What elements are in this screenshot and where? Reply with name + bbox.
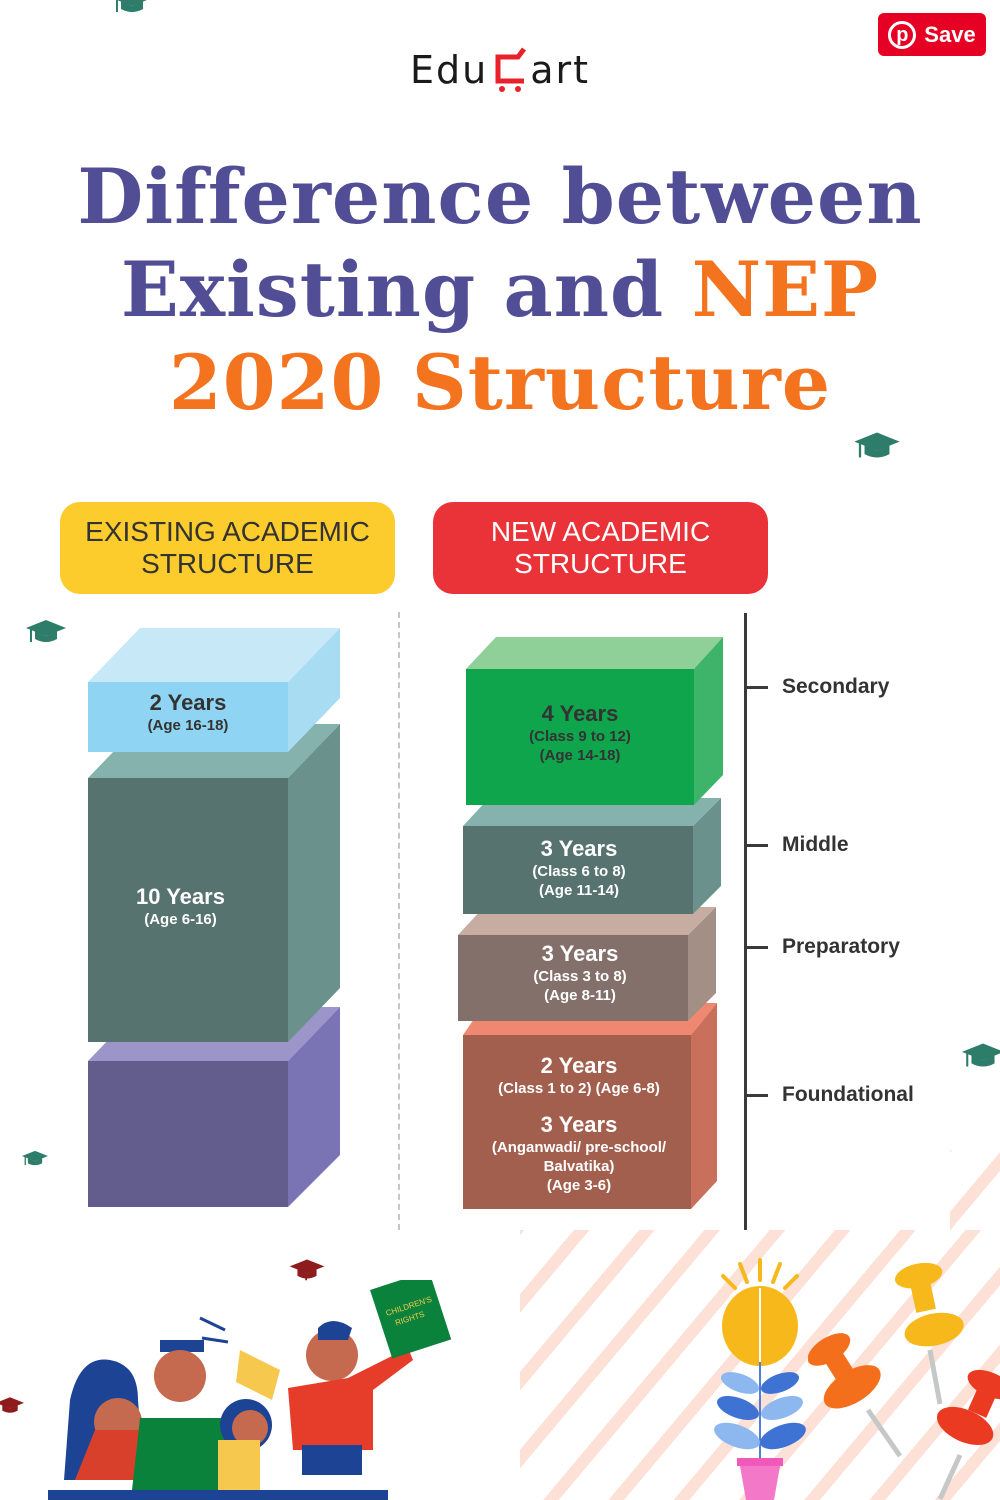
header-line: STRUCTURE — [514, 548, 687, 579]
graduation-cap-icon — [22, 1150, 48, 1166]
block-years: 3 Years — [540, 836, 618, 861]
graduation-cap-icon — [26, 620, 66, 642]
block-detail: Balvatika) — [543, 1158, 615, 1175]
block-detail: (Class 1 to 2) (Age 6-8) — [498, 1080, 660, 1097]
title-line-3: 2020 Structure — [168, 338, 832, 427]
pinterest-save-button[interactable]: p Save — [878, 13, 986, 56]
new-block-preparatory: 3 Years (Class 3 to 8) (Age 8-11) — [458, 907, 716, 1021]
block-detail: (Age 3-6) — [546, 1177, 612, 1194]
brain-plant-illustration — [714, 1258, 806, 1500]
existing-block-1: 2 Years (Age 16-18) — [88, 628, 340, 752]
existing-block-2: 10 Years (Age 6-16) — [88, 724, 340, 1042]
educart-logo: Edu art — [400, 40, 600, 100]
block-years: 2 Years — [540, 1053, 618, 1078]
stage-label-foundational: Foundational — [782, 1083, 914, 1106]
block-years: 2 Years — [149, 690, 227, 715]
graduation-cap-icon — [962, 1043, 1000, 1067]
block-detail: (Age 6-16) — [144, 911, 217, 928]
stage-tick — [744, 844, 768, 847]
stage-label-middle: Middle — [782, 833, 849, 856]
graduation-cap-icon — [854, 432, 900, 458]
block-detail: (Age 16-18) — [147, 717, 229, 734]
stage-label-preparatory: Preparatory — [782, 935, 900, 958]
logo-suffix: art — [530, 48, 591, 92]
new-block-middle: 3 Years (Class 6 to 8) (Age 11-14) — [463, 798, 721, 914]
graduation-cap-icon — [116, 0, 147, 12]
title-line-2a: Existing and — [120, 245, 692, 334]
block-detail: (Age 11-14) — [538, 882, 620, 899]
cart-icon — [495, 47, 527, 92]
block-detail: (Class 6 to 8) — [532, 863, 626, 880]
header-line: NEW ACADEMIC — [490, 516, 711, 547]
pinterest-icon: p — [888, 20, 917, 49]
stripe-accent — [950, 1150, 1000, 1230]
header-line: STRUCTURE — [141, 548, 314, 579]
header-line: EXISTING ACADEMIC — [85, 516, 370, 547]
block-years: 3 Years — [541, 941, 619, 966]
pushpin-icon — [936, 1369, 1000, 1500]
pushpin-icon — [894, 1262, 964, 1405]
block-detail: (Class 9 to 12) — [529, 728, 631, 745]
stage-tick — [744, 686, 768, 689]
new-block-secondary: 4 Years (Class 9 to 12) (Age 14-18) — [466, 637, 723, 805]
title-line-2b: NEP — [691, 245, 880, 334]
block-years: 3 Years — [540, 1112, 618, 1137]
block-detail: (Anganwadi/ pre-school/ — [491, 1139, 667, 1156]
pushpin-icon — [808, 1333, 903, 1458]
stage-label-secondary: Secondary — [782, 675, 890, 698]
logo-prefix: Edu — [409, 48, 489, 92]
graduation-cap-icon — [0, 1397, 24, 1413]
graduation-cap-icon — [289, 1259, 325, 1281]
block-years: 10 Years — [136, 884, 225, 909]
stage-timeline — [744, 613, 747, 1230]
dashed-divider — [398, 612, 400, 1230]
page-title: Difference between Existing and NEP 2020… — [0, 150, 1000, 429]
block-detail: (Class 3 to 8) — [533, 968, 627, 985]
new-block-foundational: 2 Years (Class 1 to 2) (Age 6-8) 3 Years… — [463, 1003, 717, 1209]
stage-tick — [744, 1094, 768, 1097]
title-line-1: Difference between — [77, 152, 923, 241]
stage-tick — [744, 946, 768, 949]
block-detail: (Age 8-11) — [544, 987, 616, 1004]
block-detail: (Age 14-18) — [539, 747, 621, 764]
block-years: 4 Years — [541, 701, 619, 726]
save-label: Save — [924, 21, 976, 47]
